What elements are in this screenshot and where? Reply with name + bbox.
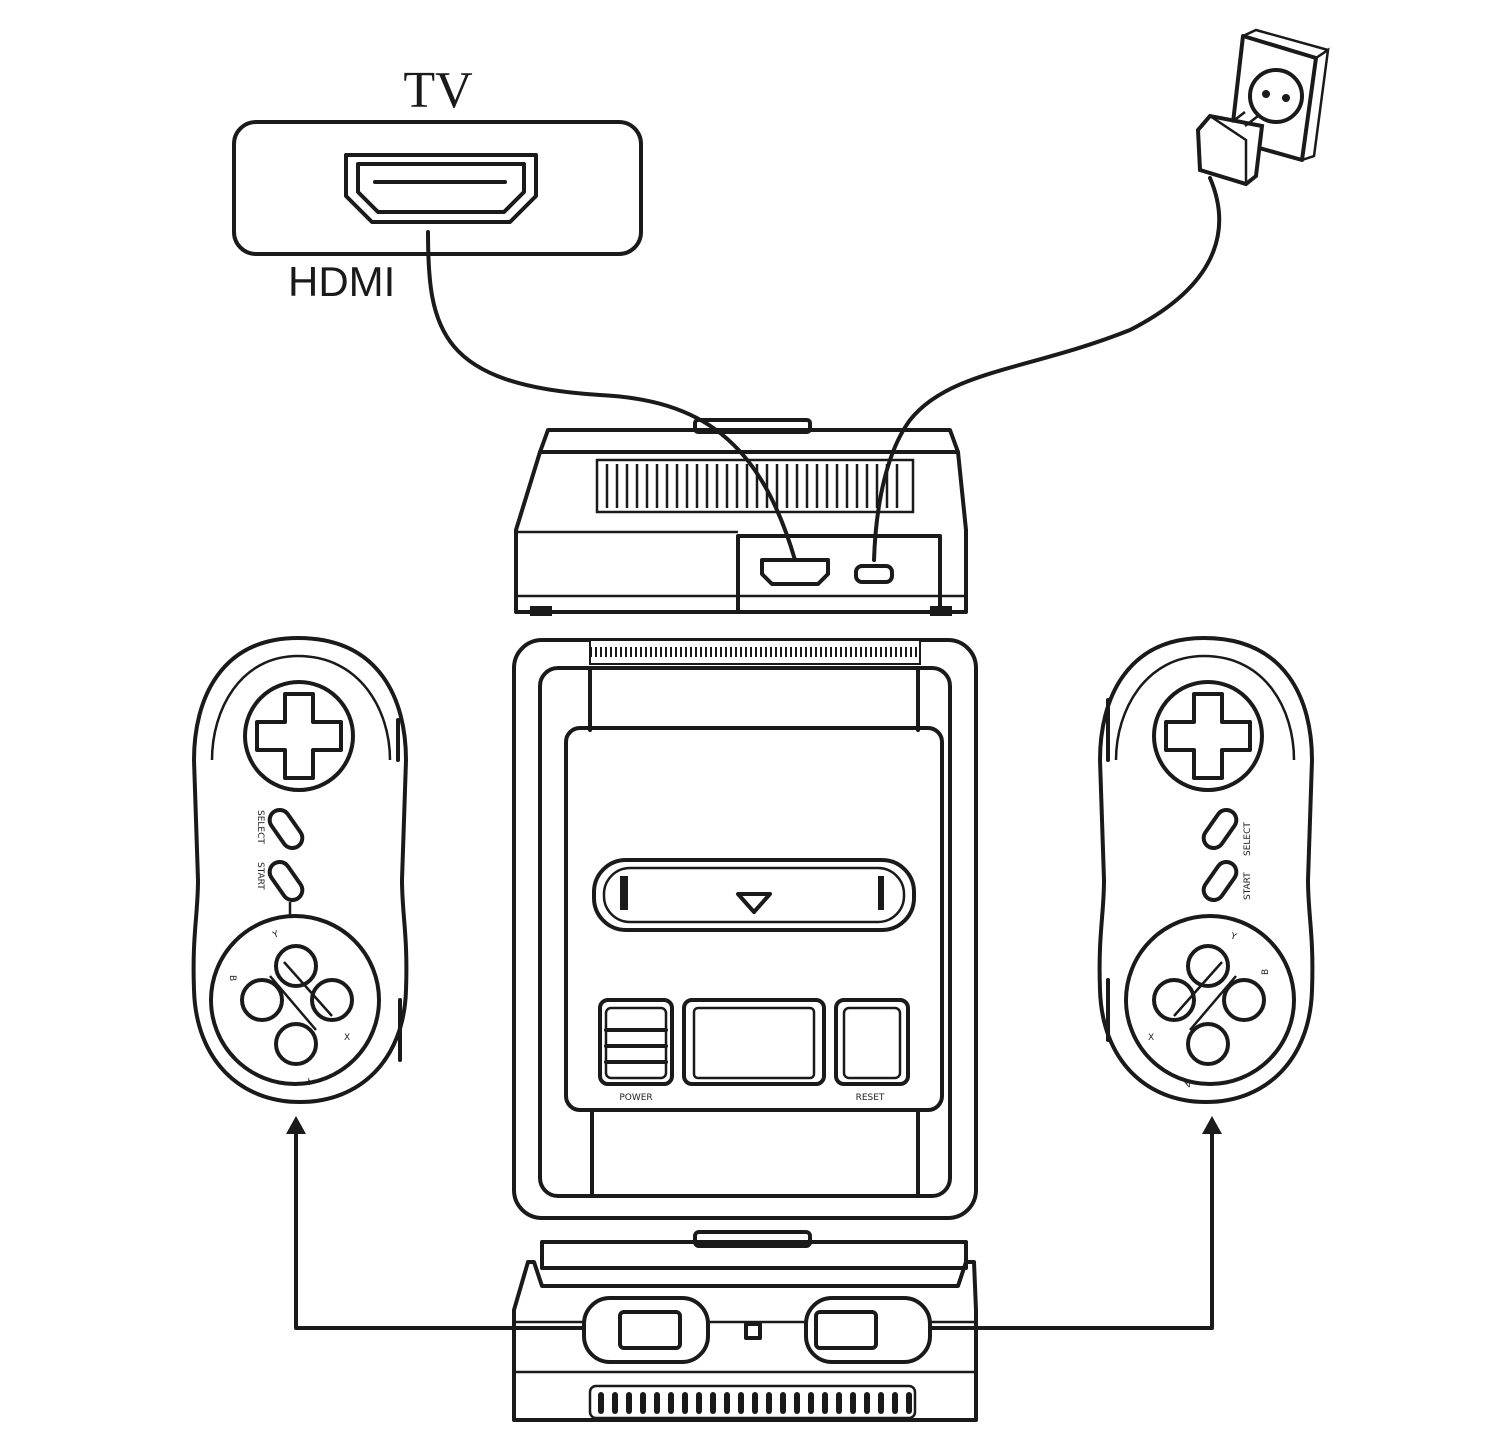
select-button-right bbox=[1201, 807, 1239, 851]
label-b-right: B bbox=[1261, 969, 1271, 975]
label-a-right: A bbox=[1182, 1077, 1192, 1089]
button-x-icon bbox=[310, 978, 354, 1022]
right-controller-connection bbox=[928, 1116, 1222, 1330]
controller-right: SELECT START Y B X A bbox=[1097, 636, 1315, 1104]
controller-port-2 bbox=[804, 1296, 932, 1364]
label-y: Y bbox=[271, 929, 281, 941]
dpad-icon-right bbox=[1164, 692, 1252, 780]
label-a: A bbox=[305, 1075, 315, 1087]
wall-outlet-plug-icon bbox=[1195, 28, 1330, 187]
select-label: SELECT bbox=[255, 810, 265, 844]
power-cable bbox=[872, 176, 1222, 562]
console-power-port-icon bbox=[854, 564, 894, 584]
select-button bbox=[267, 807, 305, 851]
controller-port-1 bbox=[582, 1296, 710, 1364]
reset-button bbox=[834, 998, 910, 1086]
console-top-vents bbox=[595, 458, 915, 514]
label-b: B bbox=[227, 975, 237, 981]
arrow-up-icon-right bbox=[1202, 1116, 1222, 1134]
label-x: X bbox=[344, 1033, 350, 1043]
label-y-right: Y bbox=[1228, 931, 1238, 943]
button-a-icon-right bbox=[1186, 1022, 1230, 1066]
console-top-view bbox=[514, 418, 968, 616]
cartridge-slot bbox=[592, 858, 916, 932]
dpad-icon bbox=[255, 692, 343, 780]
hdmi-cable bbox=[426, 230, 797, 562]
power-led-icon bbox=[744, 1322, 762, 1340]
tv-label: TV bbox=[403, 62, 472, 119]
start-button bbox=[267, 859, 305, 903]
power-switch bbox=[598, 998, 674, 1086]
label-x-right: X bbox=[1148, 1033, 1154, 1043]
power-label: POWER bbox=[619, 1093, 652, 1103]
button-b-icon bbox=[240, 978, 284, 1022]
console-hdmi-port-icon bbox=[760, 558, 830, 586]
center-panel bbox=[682, 998, 826, 1086]
reset-label: RESET bbox=[856, 1093, 885, 1103]
start-label-right: START bbox=[1243, 872, 1253, 900]
eject-triangle-icon bbox=[736, 892, 772, 914]
button-x-icon-right bbox=[1222, 978, 1266, 1022]
start-button-right bbox=[1201, 859, 1239, 903]
start-label: START bbox=[255, 862, 265, 890]
button-y-icon bbox=[274, 944, 318, 988]
console-front-vents bbox=[588, 1384, 917, 1420]
button-b-icon-right bbox=[1152, 978, 1196, 1022]
console-main-view: POWER RESET bbox=[512, 638, 978, 1220]
select-label-right: SELECT bbox=[1243, 822, 1253, 856]
hdmi-label: HDMI bbox=[288, 258, 395, 305]
console-front-view bbox=[512, 1230, 978, 1422]
button-a-icon bbox=[274, 1022, 318, 1066]
left-controller-connection bbox=[286, 1116, 586, 1330]
button-y-icon-right bbox=[1186, 944, 1230, 988]
controller-left: SELECT START Y B X A bbox=[191, 636, 409, 1104]
tv-hdmi-port-icon bbox=[232, 120, 643, 256]
arrow-up-icon bbox=[286, 1116, 306, 1134]
